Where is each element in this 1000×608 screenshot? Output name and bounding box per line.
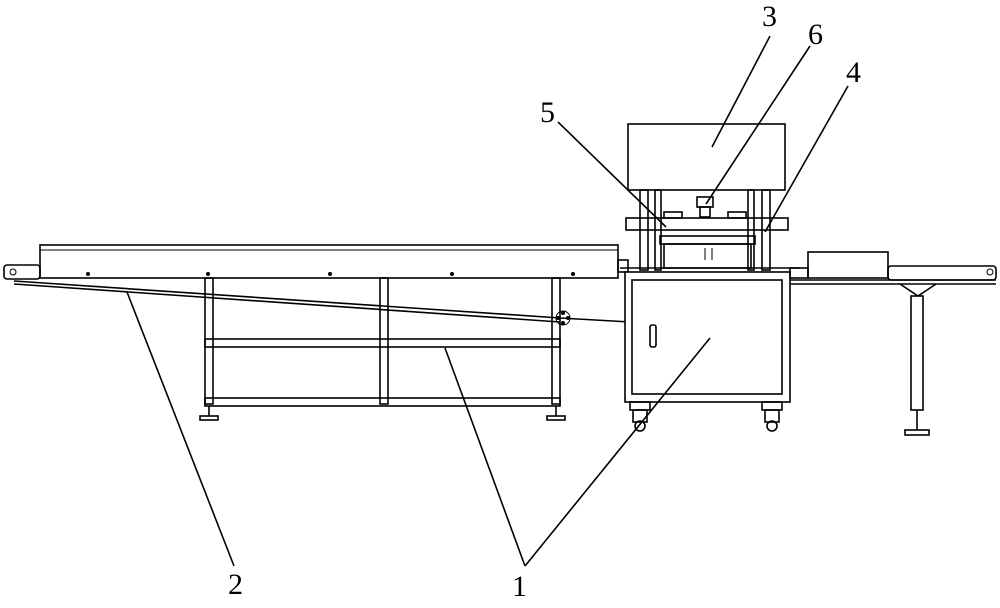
- label-6: 6: [808, 20, 823, 50]
- long-conveyor: [4, 245, 630, 325]
- label-1: 1: [512, 572, 527, 602]
- right-conveyor: [790, 252, 996, 435]
- label-5: 5: [540, 98, 555, 128]
- label-2: 2: [228, 570, 243, 600]
- left-frame: [200, 278, 565, 420]
- center-cabinet: [625, 272, 790, 431]
- label-3: 3: [762, 2, 777, 32]
- label-4: 4: [846, 58, 861, 88]
